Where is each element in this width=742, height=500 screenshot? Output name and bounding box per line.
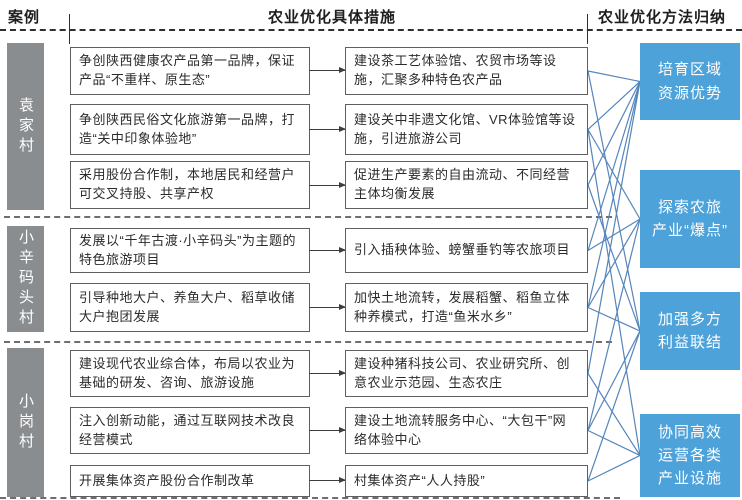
village-bar-yuanjiacun: 袁家村 [7, 43, 44, 210]
result-text: 建设种猪科技公司、农业研究所、创意农业示范园、生态农庄 [354, 355, 571, 390]
header-tick-right [587, 14, 588, 44]
village-label: 小辛码头村 [17, 229, 34, 329]
measure-box: 采用股份合作制，本地居民和经营户可交叉持股、共享产权 [70, 161, 310, 209]
header-tick-left [69, 14, 70, 44]
result-box: 引入插秧体验、螃蟹垂钓等农旅项目 [345, 228, 588, 273]
result-box: 建设茶工艺体验馆、农贸市场等设施，汇聚多种特色农产品 [345, 47, 588, 95]
arrow-right-icon [309, 246, 346, 253]
header-divider [0, 29, 742, 31]
measure-text: 争创陕西健康农产品第一品牌，保证产品“不重样、原生态” [79, 53, 296, 87]
result-text: 促进生产要素的自由流动、不同经营主体均衡发展 [354, 167, 571, 201]
result-text: 建设关中非遗文化馆、VR体验馆等设施，引进旅游公司 [354, 111, 576, 146]
measure-box: 注入创新动能，通过互联网技术改良经营模式 [70, 407, 310, 454]
bottom-divider [0, 497, 620, 499]
arrow-right-icon [309, 66, 346, 73]
result-text: 加快土地流转，发展稻蟹、稻鱼立体种养模式，打造“鱼米水乡” [354, 289, 571, 324]
arrow-right-icon [309, 181, 346, 188]
arrow-right-icon [309, 303, 346, 310]
result-text: 建设土地流转服务中心、“大包干”网络体验中心 [354, 412, 567, 447]
summary-text: 培育区域资源优势 [657, 61, 722, 102]
measure-text: 注入创新动能，通过互联网技术改良经营模式 [79, 412, 296, 447]
measure-box: 建设现代农业综合体，布局以农业为基础的研发、咨询、旅游设施 [70, 350, 310, 397]
section-divider [4, 216, 612, 218]
summary-box-agritourism-hotspot: 探索农旅产业“爆点” [640, 170, 740, 268]
arrow-right-icon [309, 369, 346, 376]
measure-text: 争创陕西民俗文化旅游第一品牌，打造“关中印象体验地” [79, 111, 296, 146]
arrow-right-icon [309, 426, 346, 433]
result-text: 引入插秧体验、螃蟹垂钓等农旅项目 [354, 242, 571, 258]
measure-text: 发展以“千年古渡·小辛码头”为主题的特色旅游项目 [79, 232, 296, 267]
section-divider [4, 341, 612, 343]
result-box: 建设种猪科技公司、农业研究所、创意农业示范园、生态农庄 [345, 350, 588, 397]
summary-text: 加强多方利益联结 [657, 310, 722, 351]
result-box: 促进生产要素的自由流动、不同经营主体均衡发展 [345, 161, 588, 209]
header-summary-label: 农业优化方法归纳 [598, 9, 727, 26]
result-text: 村集体资产“人人持股” [354, 472, 486, 488]
measure-text: 建设现代农业综合体，布局以农业为基础的研发、咨询、旅游设施 [79, 355, 296, 390]
header-case-label: 案例 [8, 9, 41, 26]
summary-text: 协同高效运营各类产业设施 [657, 423, 722, 488]
measure-box: 开展集体资产股份合作制改革 [70, 465, 310, 497]
village-bar-xiaoxinmatoucun: 小辛码头村 [7, 226, 44, 332]
summary-text: 探索农旅产业“爆点” [652, 198, 728, 239]
measure-text: 采用股份合作制，本地居民和经营户可交叉持股、共享产权 [79, 167, 296, 201]
measure-text: 引导种地大户、养鱼大户、稻草收储大户抱团发展 [79, 289, 296, 324]
summary-box-interest-linkage: 加强多方利益联结 [640, 292, 740, 370]
result-box: 建设土地流转服务中心、“大包干”网络体验中心 [345, 407, 588, 454]
measure-box: 发展以“千年古渡·小辛码头”为主题的特色旅游项目 [70, 228, 310, 273]
measure-box: 引导种地大户、养鱼大户、稻草收储大户抱团发展 [70, 283, 310, 332]
result-box: 加快土地流转，发展稻蟹、稻鱼立体种养模式，打造“鱼米水乡” [345, 283, 588, 332]
summary-box-coordinated-operation: 协同高效运营各类产业设施 [640, 414, 740, 497]
measure-box: 争创陕西民俗文化旅游第一品牌，打造“关中印象体验地” [70, 104, 310, 155]
village-label: 小岗村 [17, 392, 34, 453]
measure-box: 争创陕西健康农产品第一品牌，保证产品“不重样、原生态” [70, 47, 310, 95]
result-text: 建设茶工艺体验馆、农贸市场等设施，汇聚多种特色农产品 [354, 53, 557, 87]
village-bar-xiaogangcun: 小岗村 [7, 348, 44, 497]
measure-text: 开展集体资产股份合作制改革 [79, 472, 255, 488]
result-box: 建设关中非遗文化馆、VR体验馆等设施，引进旅游公司 [345, 104, 588, 155]
result-box: 村集体资产“人人持股” [345, 465, 588, 497]
arrow-right-icon [309, 125, 346, 132]
header-measures-label: 农业优化具体措施 [268, 9, 397, 26]
village-label: 袁家村 [17, 96, 34, 157]
summary-box-regional-resources: 培育区域资源优势 [640, 43, 740, 120]
arrow-right-icon [309, 476, 346, 483]
